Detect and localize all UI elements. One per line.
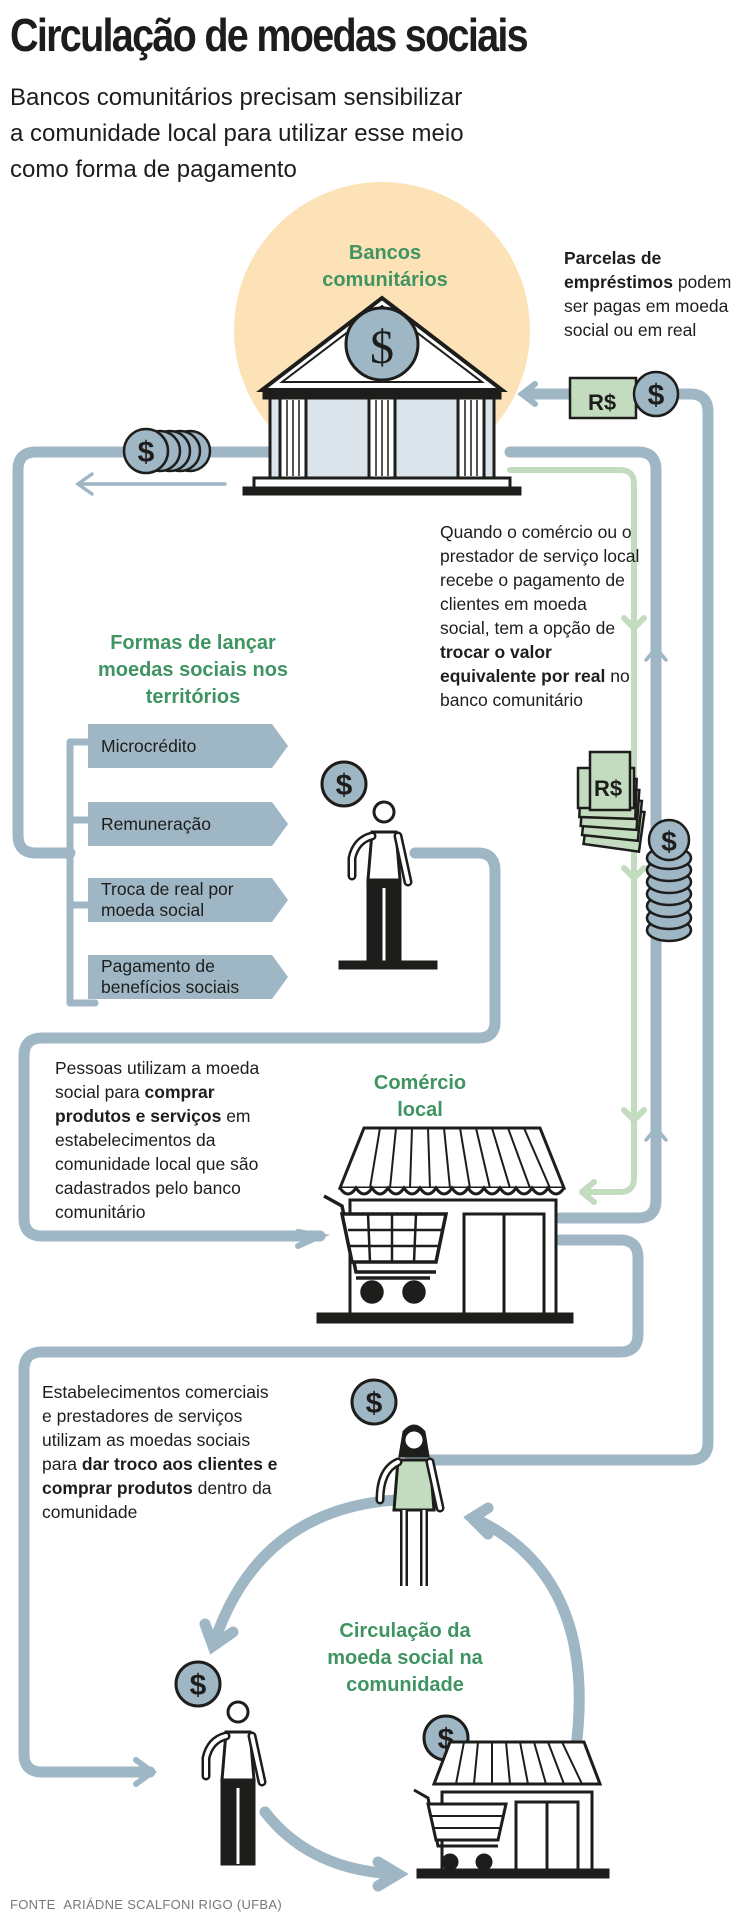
form-item-label: Remuneração bbox=[101, 813, 211, 834]
people-note-post: em estabelecimentos da comunidade local … bbox=[55, 1106, 259, 1222]
bank-heading: Bancos comunitários bbox=[322, 242, 448, 291]
flow-commerce-to-community bbox=[18, 1234, 644, 1778]
loans-note-bold: Parcelas de empréstimos bbox=[564, 248, 673, 292]
store-building-icon bbox=[316, 1126, 574, 1324]
people-note-bold: comprar produtos e serviços bbox=[55, 1082, 222, 1126]
svg-text:$: $ bbox=[370, 321, 394, 374]
shops-note: Estabelecimentos comerciais e prestadore… bbox=[42, 1380, 282, 1524]
exchange-note: Quando o comércio ou o prestador de serv… bbox=[440, 520, 640, 712]
exchange-note-post: no banco comunitário bbox=[440, 666, 630, 710]
flow-loans-to-bank bbox=[524, 388, 714, 1466]
svg-text:R$: R$ bbox=[594, 776, 622, 801]
form-item-label: Troca de real por moeda social bbox=[101, 879, 234, 920]
loans-note-text: podem ser pagas em moeda social ou em re… bbox=[564, 272, 732, 340]
commerce-heading: Comércio local bbox=[373, 1072, 467, 1121]
shops-note-pre: Estabelecimentos comerciais e prestadore… bbox=[42, 1382, 269, 1474]
source-value: ARIÁDNE SCALFONI RIGO (UFBA) bbox=[63, 1897, 282, 1912]
person-man-icon: $ bbox=[320, 760, 438, 970]
exchange-note-pre: Quando o comércio ou o prestador de serv… bbox=[440, 522, 640, 638]
banknote-stack-icon: R$ bbox=[576, 750, 646, 854]
shops-note-bold: dar troco aos clientes e comprar produto… bbox=[42, 1454, 278, 1498]
flow-circ-right bbox=[472, 1514, 585, 1761]
source-credit: FONTE ARIÁDNE SCALFONI RIGO (UFBA) bbox=[10, 1897, 282, 1912]
shops-note-post: dentro da comunidade bbox=[42, 1478, 272, 1522]
forms-heading: Formas de lançar moedas sociais nos terr… bbox=[97, 632, 289, 708]
coin-stack-icon: $ bbox=[122, 427, 212, 475]
flow-circ-bottom bbox=[259, 1806, 401, 1880]
exchange-note-bold: trocar o valor equivalente por real bbox=[440, 642, 606, 686]
page-title: Circulação de moedas sociais bbox=[10, 9, 529, 61]
source-label: FONTE bbox=[10, 1897, 56, 1912]
svg-text:$: $ bbox=[648, 379, 665, 412]
form-item-benefits: Pagamento de benefícios sociais bbox=[88, 955, 288, 999]
form-item-label: Pagamento de benefícios sociais bbox=[101, 956, 240, 997]
flow-circ-left bbox=[209, 1494, 401, 1646]
form-item-microcredit: Microcrédito bbox=[88, 724, 288, 768]
svg-text:$: $ bbox=[336, 769, 353, 802]
banknote-coin-icon: R$ $ bbox=[568, 370, 680, 420]
small-store-icon: $ bbox=[413, 1714, 610, 1879]
circulation-heading: Circulação da moeda social na comunidade bbox=[327, 1620, 483, 1696]
form-item-label: Microcrédito bbox=[101, 735, 197, 756]
svg-text:$: $ bbox=[138, 436, 155, 469]
people-note-pre: Pessoas utilizam a moeda social para bbox=[55, 1058, 260, 1102]
form-item-remuneration: Remuneração bbox=[88, 802, 288, 846]
loans-note: Parcelas de empréstimos podem ser pagas … bbox=[564, 246, 734, 342]
svg-text:$: $ bbox=[661, 826, 677, 857]
svg-text:$: $ bbox=[190, 1669, 207, 1702]
form-item-exchange: Troca de real por moeda social bbox=[88, 878, 288, 922]
flow-bank-to-forms bbox=[12, 446, 276, 859]
shopping-cart-icon bbox=[323, 1194, 449, 1304]
bank-building-icon: $ bbox=[242, 295, 522, 496]
people-note: Pessoas utilizam a moeda social para com… bbox=[55, 1056, 295, 1224]
person-woman-icon: $ bbox=[350, 1378, 445, 1586]
page-subtitle: Bancos comunitários precisam sensibiliza… bbox=[10, 84, 464, 183]
svg-text:$: $ bbox=[366, 1387, 383, 1420]
svg-text:R$: R$ bbox=[588, 390, 616, 415]
flow-man-to-commerce bbox=[18, 847, 501, 1242]
coin-column-icon: $ bbox=[645, 818, 693, 943]
person-man-bottom-icon: $ bbox=[174, 1660, 267, 1866]
